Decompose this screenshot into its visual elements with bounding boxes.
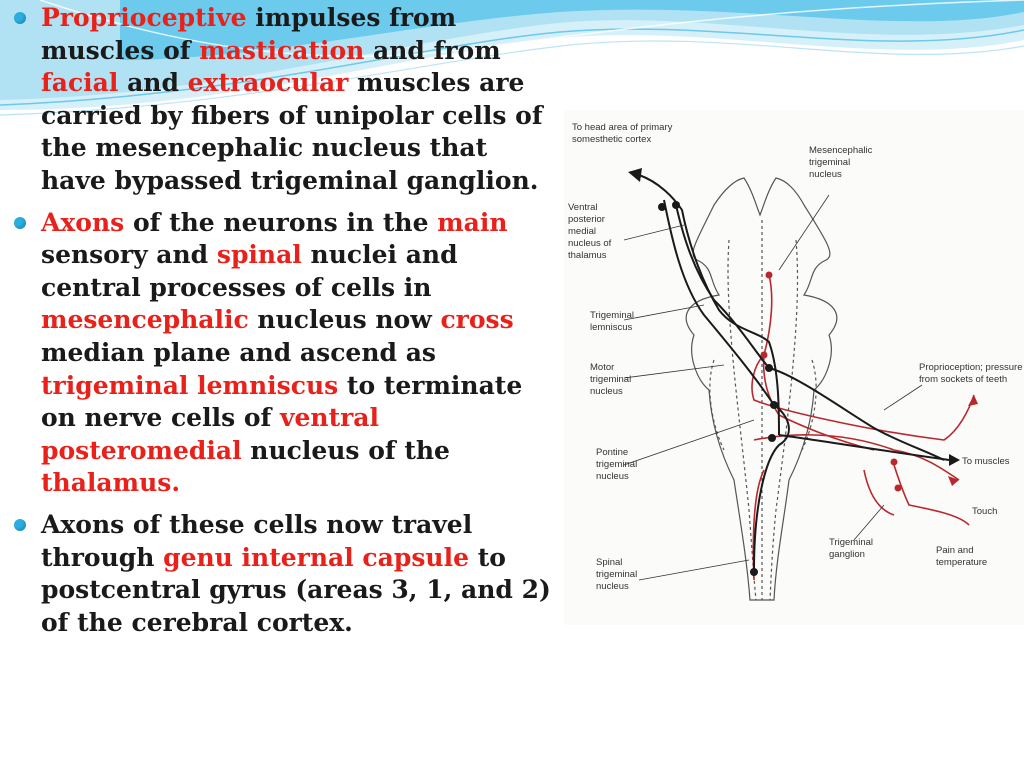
- body-text: nucleus of the: [241, 435, 450, 465]
- label-spinal-line-2: trigeminal: [596, 569, 637, 580]
- black-markers: [628, 168, 960, 576]
- label-ganglion-line-1: Trigeminal: [829, 537, 873, 548]
- decorative-wave-header: [0, 0, 1024, 116]
- bullet-item-2: Axons of the neurons in the main sensory…: [14, 207, 554, 500]
- trigeminal-pathway-figure: To head area of primary somesthetic cort…: [564, 110, 1024, 625]
- label-lemniscus: Trigeminal lemniscus: [590, 310, 634, 333]
- highlighted-text: facial: [41, 68, 119, 98]
- body-text: impulses from muscles of: [41, 3, 457, 65]
- label-pontine-line-3: nucleus: [596, 471, 629, 482]
- bullet-list: Proprioceptive impulses from muscles of …: [14, 2, 554, 648]
- highlighted-text: cross: [440, 305, 514, 335]
- body-text: sensory and: [41, 240, 217, 270]
- body-text: to terminate on nerve cells of: [41, 370, 523, 433]
- label-vpm: Ventral posterior medial nucleus of thal…: [568, 202, 612, 261]
- bullet-item-3: Axons of these cells now travel through …: [14, 509, 554, 639]
- body-text: to postcentral gyrus (areas 3, 1, and 2)…: [41, 542, 551, 637]
- label-mesencephalic: Mesencephalic trigeminal nucleus: [809, 145, 873, 180]
- highlighted-text: main: [437, 207, 508, 237]
- label-motor-line-1: Motor: [590, 362, 614, 373]
- bullet-item-1: Proprioceptive impulses from muscles of …: [14, 2, 554, 198]
- highlighted-text: thalamus.: [41, 468, 181, 498]
- highlighted-text: extraocular: [187, 68, 349, 98]
- label-touch: Touch: [972, 506, 997, 517]
- leader-lines: [623, 194, 923, 581]
- label-lemniscus-line-2: lemniscus: [590, 322, 632, 333]
- label-pontine-line-2: trigeminal: [596, 459, 637, 470]
- pathway-diagram: To head area of primary somesthetic cort…: [568, 122, 1023, 601]
- bullet-dot-icon: [14, 216, 26, 229]
- label-pain: Pain and temperature: [936, 545, 987, 568]
- label-vpm-line-2: posterior: [568, 214, 605, 225]
- label-ganglion: Trigeminal ganglion: [829, 537, 873, 560]
- body-text: median plane and ascend as: [41, 337, 436, 367]
- body-text: nuclei and central processes of cells in: [41, 240, 458, 302]
- highlighted-text: genu internal capsule: [163, 542, 469, 572]
- body-text: of the neurons in the: [124, 207, 438, 237]
- body-text: and from: [364, 35, 501, 65]
- red-markers: [760, 271, 978, 492]
- red-pathways: [751, 274, 975, 581]
- label-motor-line-3: nucleus: [590, 386, 623, 397]
- label-pontine: Pontine trigeminal nucleus: [596, 447, 637, 482]
- highlighted-text: mesencephalic: [41, 305, 249, 335]
- label-pontine-line-1: Pontine: [596, 447, 628, 458]
- label-vpm-line-5: thalamus: [568, 250, 607, 261]
- label-ganglion-line-2: ganglion: [829, 549, 865, 560]
- label-mesencephalic-line-1: Mesencephalic: [809, 145, 873, 156]
- label-vpm-line-1: Ventral: [568, 202, 598, 213]
- label-cortex-line-2: somesthetic cortex: [572, 134, 651, 145]
- highlighted-text: Proprioceptive: [41, 3, 247, 32]
- highlighted-text: trigeminal lemniscus: [41, 370, 339, 400]
- label-to-muscles: To muscles: [962, 456, 1010, 467]
- label-spinal-line-1: Spinal: [596, 557, 622, 568]
- label-vpm-line-3: medial: [568, 226, 596, 237]
- highlighted-text: spinal: [216, 240, 302, 270]
- label-pain-line-1: Pain and: [936, 545, 974, 556]
- highlighted-text: ventral posteromedial: [41, 403, 380, 465]
- bullet-dot-icon: [14, 518, 26, 531]
- body-text: and: [118, 68, 188, 98]
- label-mesencephalic-line-3: nucleus: [809, 169, 842, 180]
- label-mesencephalic-line-2: trigeminal: [809, 157, 850, 168]
- label-lemniscus-line-1: Trigeminal: [590, 310, 634, 321]
- label-cortex-line-1: To head area of primary: [572, 122, 673, 133]
- label-motor: Motor trigeminal nucleus: [590, 362, 631, 397]
- label-proprioception-line-2: from sockets of teeth: [919, 374, 1007, 385]
- body-text: Axons of these cells now travel through: [41, 509, 473, 572]
- label-vpm-line-4: nucleus of: [568, 238, 612, 249]
- label-proprioception: Proprioception; pressure from sockets of…: [919, 362, 1023, 385]
- label-cortex: To head area of primary somesthetic cort…: [572, 122, 673, 145]
- bullet-dot-icon: [14, 12, 26, 24]
- body-text: muscles are carried by fibers of unipola…: [41, 68, 543, 195]
- highlighted-text: Axons: [41, 207, 125, 237]
- label-spinal: Spinal trigeminal nucleus: [596, 557, 637, 592]
- black-pathways: [638, 174, 950, 571]
- label-proprioception-line-1: Proprioception; pressure: [919, 362, 1023, 373]
- highlighted-text: mastication: [199, 35, 365, 65]
- label-spinal-line-3: nucleus: [596, 581, 629, 592]
- label-pain-line-2: temperature: [936, 557, 987, 568]
- label-motor-line-2: trigeminal: [590, 374, 631, 385]
- body-text: nucleus now: [248, 305, 441, 335]
